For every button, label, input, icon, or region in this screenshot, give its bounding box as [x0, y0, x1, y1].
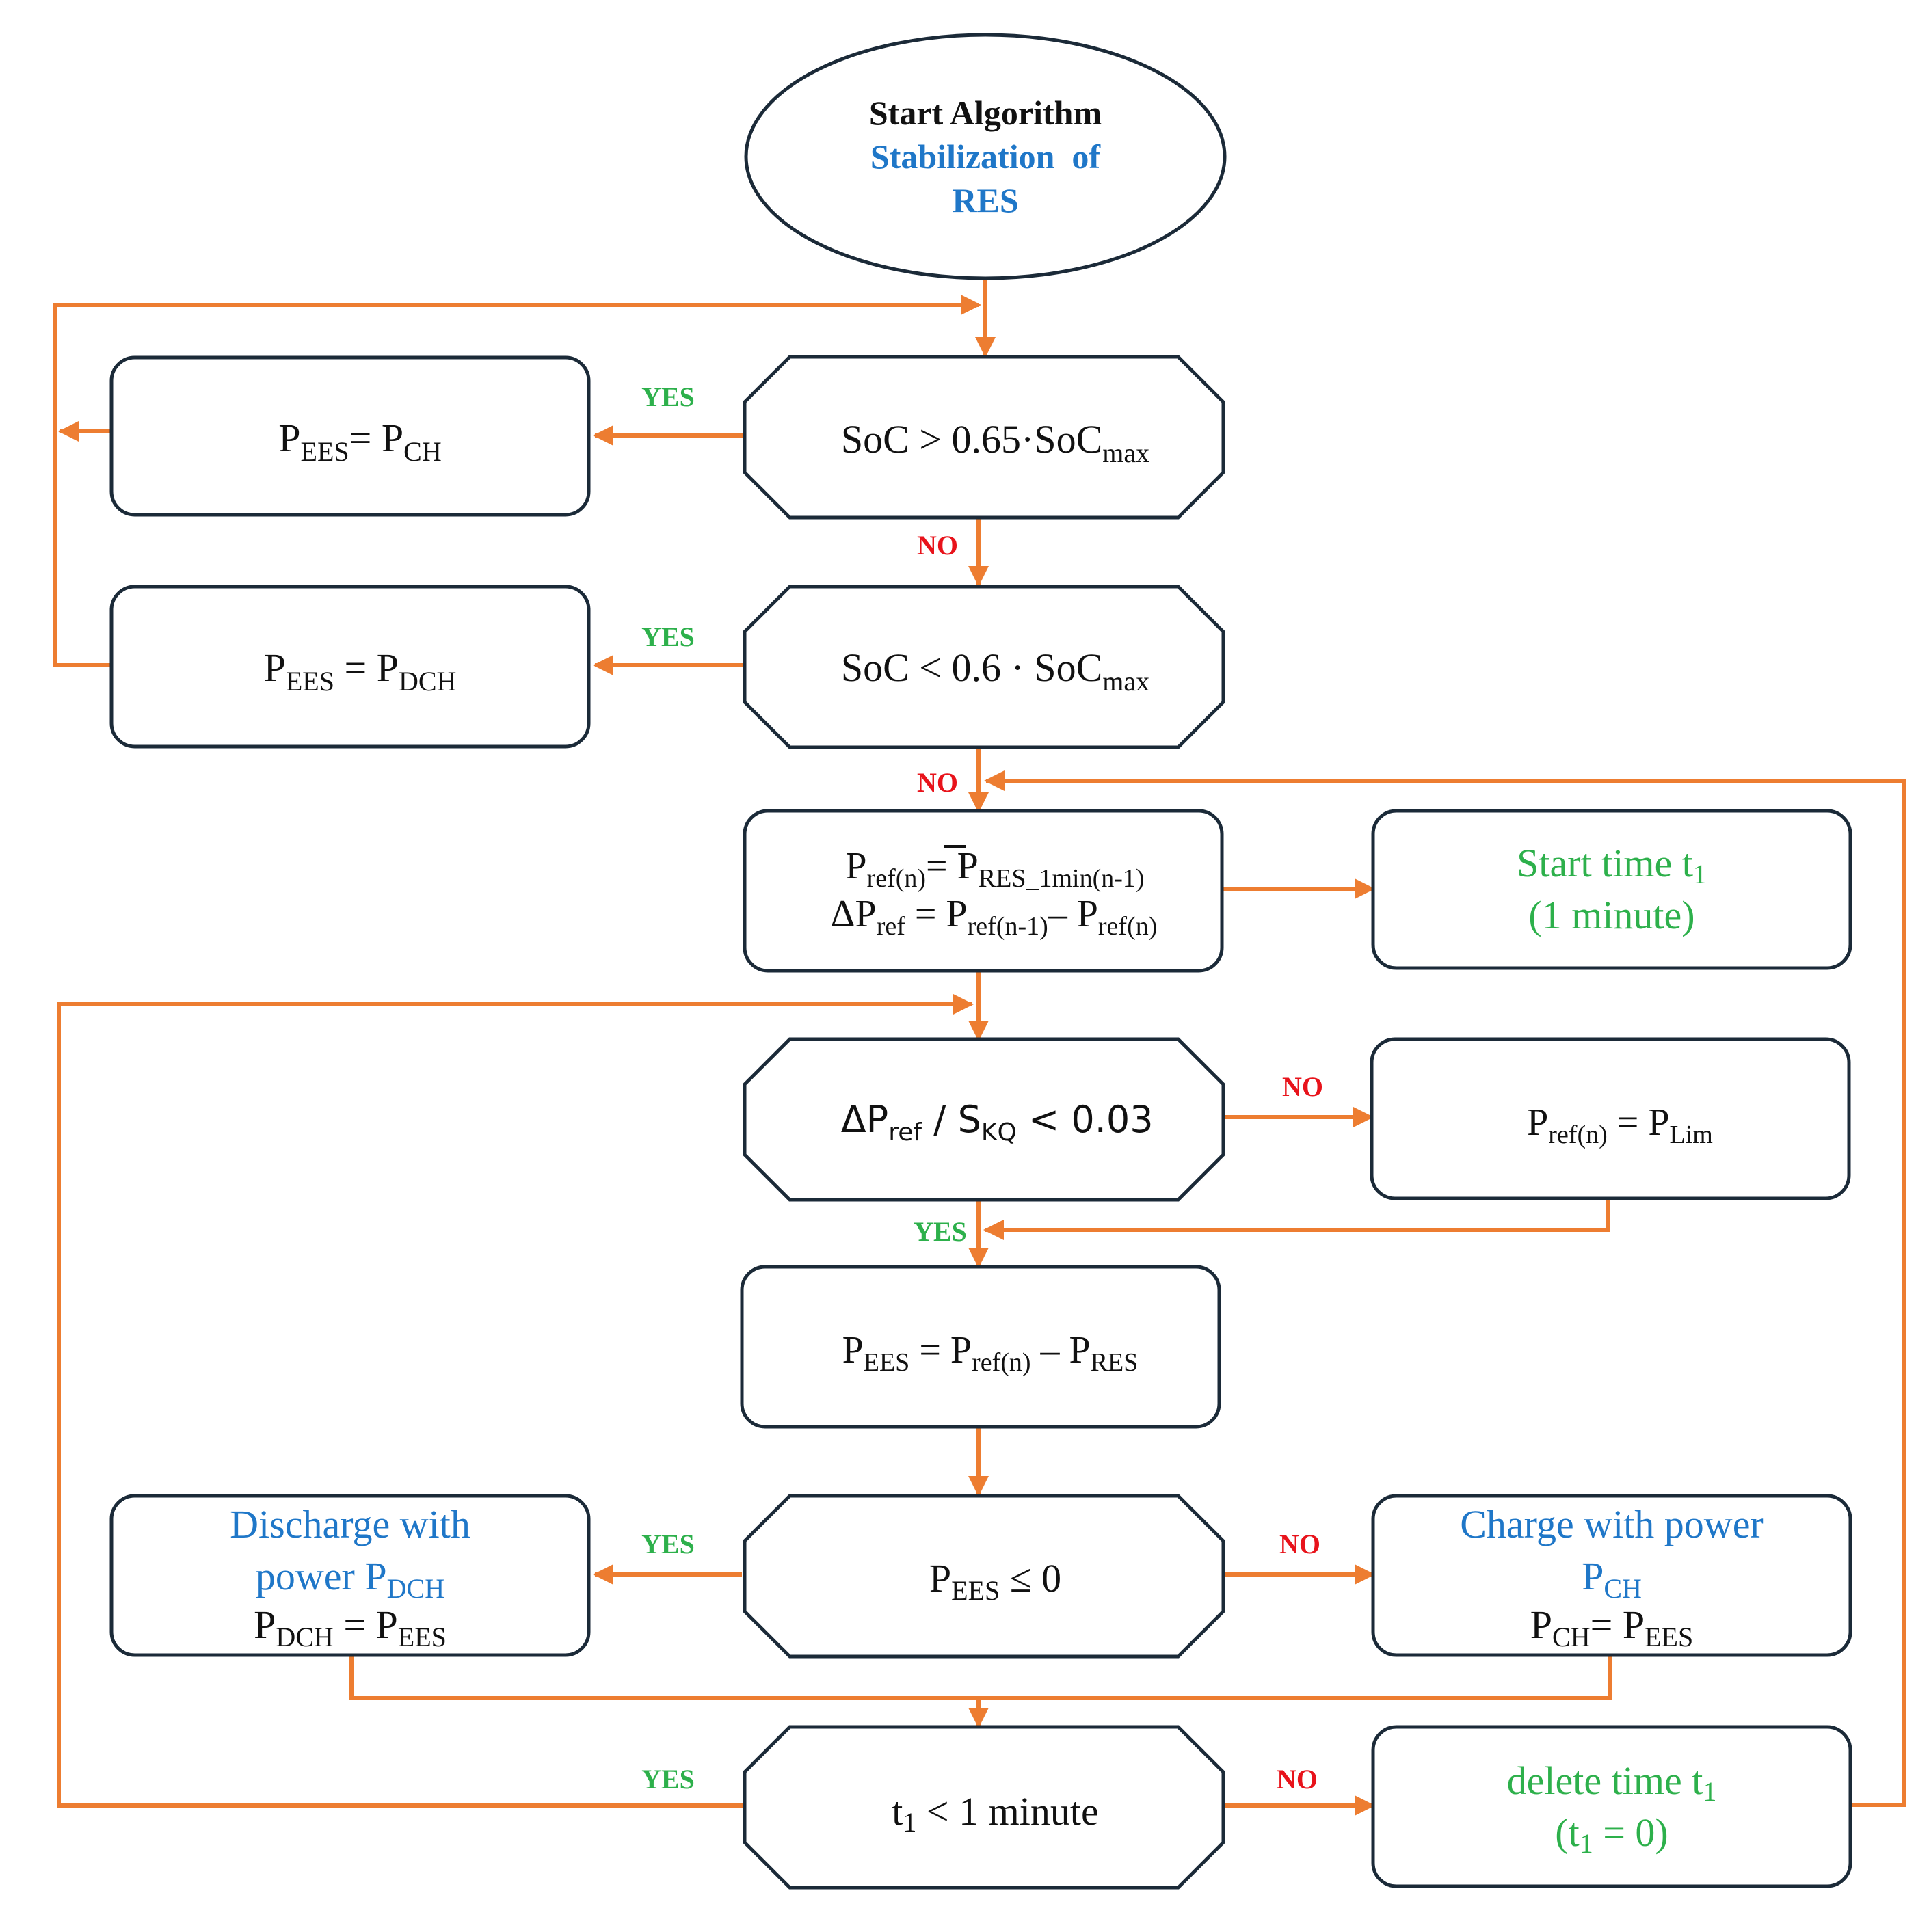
soc-low-text: SoC < 0.6 · SoCmax	[791, 645, 1179, 699]
discharge-line3: PDCH = PEES	[254, 1602, 447, 1652]
discharge-text: Discharge with power PDCH PDCH = PEES	[230, 1502, 470, 1652]
soc-high-decision	[743, 355, 1225, 520]
discharge-box	[109, 1494, 591, 1657]
label-yes-soc-high: YES	[641, 381, 695, 412]
arrow-loop-top-return	[53, 295, 981, 667]
charge-box	[1371, 1494, 1852, 1657]
pref-lim-text: Pref(n) = PLim	[1479, 1101, 1742, 1152]
pref-calc-box	[743, 809, 1224, 973]
start-text: Start Algorithm Stabilization of RES	[869, 94, 1102, 219]
start-res: RES	[952, 181, 1018, 219]
pees-dch-text: PEES = PDCH	[214, 645, 486, 699]
delete-time-line2: (t1 = 0)	[1555, 1810, 1668, 1859]
discharge-line1: Discharge with	[230, 1502, 470, 1546]
pref-lim-box	[1370, 1037, 1851, 1200]
t1-check-decision	[743, 1725, 1225, 1890]
pref-calc-line2: ΔPref = Pref(n-1)– Pref(n)	[766, 893, 1206, 943]
label-yes-pees-check: YES	[641, 1529, 695, 1559]
label-no-t1-check: NO	[1277, 1764, 1318, 1795]
label-yes-soc-low: YES	[641, 621, 695, 652]
soc-high-text: SoC > 0.65·SoCmax	[791, 417, 1179, 471]
pees-dch-box	[109, 585, 591, 749]
start-time-text: Start time t1 (1 minute)	[1517, 841, 1707, 937]
label-no-soc-high: NO	[917, 530, 958, 561]
t1-check-text: t1 < 1 minute	[842, 1789, 1128, 1838]
arrow-pref-lim-return	[983, 1198, 1610, 1240]
dp-check-decision	[743, 1037, 1225, 1202]
start-time-box	[1371, 809, 1852, 970]
delete-time-line1: delete time t1	[1507, 1758, 1717, 1807]
charge-line2: PCH	[1582, 1554, 1642, 1604]
p-bar-symbol: P	[957, 845, 979, 887]
discharge-line2: power PDCH	[256, 1554, 444, 1604]
branch-labels: YES NO YES NO NO YES YES NO YES NO	[641, 381, 1323, 1795]
pees-calc-box	[740, 1265, 1221, 1429]
start-ellipse	[744, 33, 1227, 280]
pees-ch-box	[109, 355, 591, 517]
shapes	[109, 33, 1852, 1890]
delete-time-text: delete time t1 (t1 = 0)	[1507, 1758, 1717, 1859]
pees-check-decision	[743, 1494, 1225, 1659]
connectors	[53, 279, 1906, 1816]
pees-check-text: PEES ≤ 0	[879, 1556, 1091, 1606]
delete-time-box	[1371, 1725, 1852, 1888]
pref-calc-text: Pref(n)= PRES_1min(n-1) ΔPref = Pref(n-1…	[766, 845, 1206, 943]
dp-check-text: ΔPref / SKQ < 0.03	[782, 1098, 1188, 1146]
soc-low-decision	[743, 585, 1225, 749]
label-yes-dp-check: YES	[914, 1216, 967, 1247]
label-no-dp-check: NO	[1282, 1071, 1323, 1102]
pees-calc-text: PEES = Pref(n) – PRES	[795, 1329, 1167, 1380]
charge-line1: Charge with power	[1460, 1502, 1764, 1546]
start-subtitle: Stabilization of	[870, 137, 1101, 176]
label-no-soc-low: NO	[917, 767, 958, 798]
arrow-delete-time-return	[984, 770, 1906, 1807]
start-time-line1: Start time t1	[1517, 841, 1707, 889]
arrow-merge-line	[349, 1654, 1612, 1700]
charge-text: Charge with power PCH PCH= PEES	[1460, 1502, 1764, 1652]
start-time-line2: (1 minute)	[1528, 893, 1694, 937]
label-no-pees-check: NO	[1279, 1529, 1320, 1559]
charge-line3: PCH= PEES	[1530, 1602, 1693, 1652]
arrow-t1-yes-return	[57, 994, 974, 1808]
pees-ch-text: PEES= PCH	[229, 416, 471, 470]
label-yes-t1-check: YES	[641, 1764, 695, 1795]
pref-calc-line1: Pref(n)= PRES_1min(n-1)	[778, 845, 1192, 896]
start-title: Start Algorithm	[869, 94, 1102, 132]
